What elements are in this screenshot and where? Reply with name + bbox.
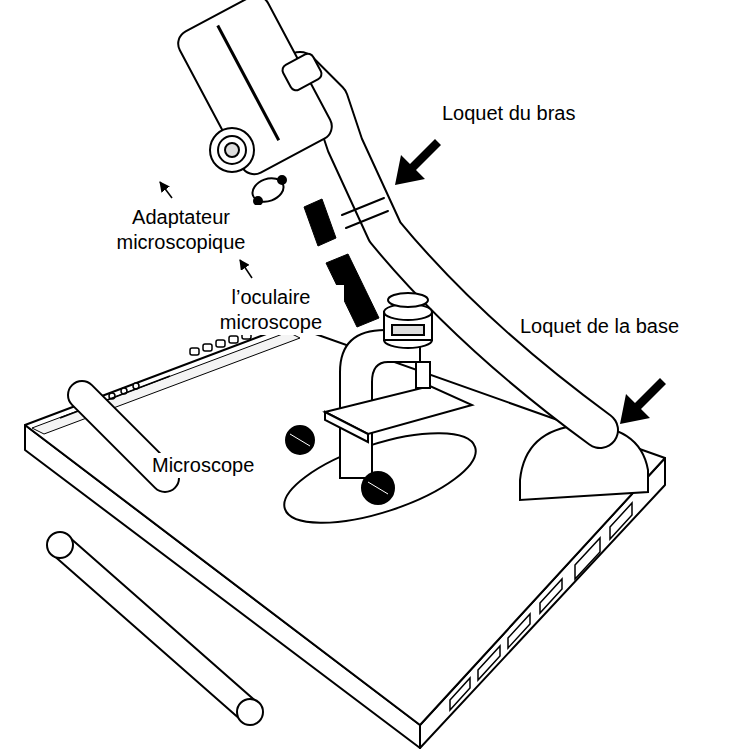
part-label: Adaptateur microscopique bbox=[93, 205, 269, 255]
connector-ports-part bbox=[508, 614, 530, 648]
connector-ports-part bbox=[575, 538, 600, 579]
camera-head-part-part bbox=[173, 0, 336, 179]
side-lamp-part bbox=[47, 532, 73, 558]
control-panel-part bbox=[229, 336, 238, 343]
microscope-part bbox=[368, 482, 388, 494]
control-panel-part bbox=[190, 348, 199, 355]
part-label: Microscope bbox=[150, 453, 256, 478]
microscope-part bbox=[274, 415, 485, 541]
latch-arrows-part bbox=[395, 139, 441, 185]
latch-arrows bbox=[395, 139, 666, 424]
microscope-part bbox=[416, 362, 430, 388]
control-panel-part bbox=[216, 340, 225, 347]
connector-ports-part bbox=[478, 646, 500, 680]
camera-head-part bbox=[218, 136, 246, 164]
microscope-part bbox=[362, 472, 394, 504]
connector-ports-part bbox=[540, 579, 562, 613]
microscope-adapter-part bbox=[254, 197, 262, 205]
microscope-eyepiece-part bbox=[304, 199, 336, 246]
thin-arrows-part bbox=[160, 182, 172, 198]
side-lamp-part bbox=[60, 545, 250, 712]
latch-arrows-part bbox=[620, 378, 666, 424]
control-panel-part bbox=[203, 344, 212, 351]
part-label: l’oculaire microscope bbox=[198, 285, 344, 335]
microscope-adapter bbox=[249, 174, 287, 206]
side-lamp-part bbox=[237, 699, 263, 725]
thin-arrows-part bbox=[240, 260, 252, 278]
camera-head bbox=[173, 0, 336, 179]
microscope-adapter-part bbox=[278, 176, 286, 184]
connector-ports-part bbox=[450, 678, 470, 710]
camera-head-part bbox=[280, 52, 323, 93]
latch-label: Loquet de la base bbox=[518, 314, 681, 339]
microscope-part bbox=[290, 434, 310, 446]
camera-head-part bbox=[210, 128, 254, 172]
camera-base-part bbox=[32, 332, 300, 434]
latch-label: Loquet du bras bbox=[440, 101, 577, 126]
connector-ports-part bbox=[610, 503, 632, 539]
side-lamp-part bbox=[60, 545, 250, 712]
microscope-part bbox=[392, 325, 424, 335]
microscope-part bbox=[388, 293, 428, 307]
camera-arm-part bbox=[342, 198, 384, 215]
microscope-part bbox=[286, 426, 314, 454]
side-lamp bbox=[47, 395, 263, 725]
connector-ports bbox=[450, 503, 632, 710]
microscope-part bbox=[325, 412, 368, 442]
camera-head-part bbox=[173, 0, 336, 179]
camera-head-part-part bbox=[218, 26, 279, 141]
microscope-adapter-part bbox=[249, 174, 287, 206]
camera-head-part bbox=[225, 143, 239, 157]
camera-arm-part bbox=[346, 211, 388, 228]
